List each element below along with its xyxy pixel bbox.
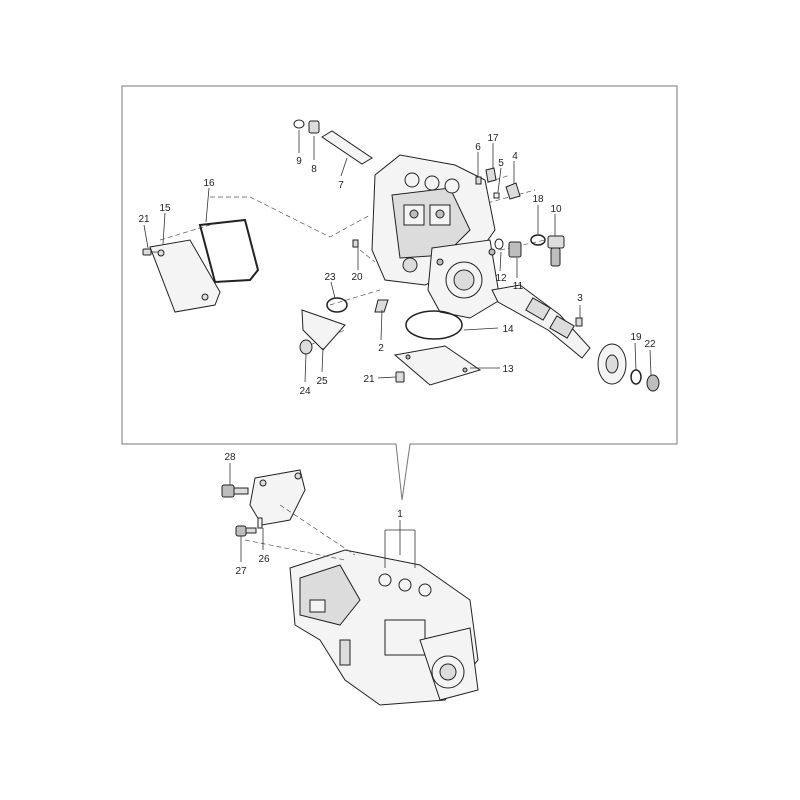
nut-22 — [646, 374, 660, 392]
callout-14: 14 — [502, 324, 514, 335]
plug-8 — [308, 120, 320, 134]
callout-22: 22 — [644, 339, 656, 350]
callout-23: 24 — [299, 386, 311, 397]
detail-frame — [121, 85, 678, 501]
callout-3: 3 — [577, 293, 583, 304]
callout-24: 23 — [324, 272, 336, 283]
callout-7: 7 — [338, 180, 344, 191]
rod-7 — [321, 130, 373, 165]
washer-19 — [630, 369, 642, 385]
cover-hole — [462, 367, 468, 373]
callout-4: 4 — [512, 151, 518, 162]
callout-8: 8 — [311, 164, 317, 175]
callout-19: 19 — [630, 332, 642, 343]
callout-16: 16 — [203, 178, 215, 189]
callout-17: 17 — [487, 133, 499, 144]
key-3 — [575, 317, 583, 327]
callout-21-lower: 21 — [363, 374, 375, 385]
callout-6: 6 — [475, 142, 481, 153]
fitting-11 — [508, 241, 522, 258]
callout-15: 15 — [159, 203, 171, 214]
callout-11: 11 — [513, 281, 524, 292]
cover-hole — [157, 249, 165, 257]
bracket-assembly — [249, 469, 306, 526]
callout-13: 13 — [502, 364, 514, 375]
leader-lines — [143, 130, 652, 568]
plug-10 — [547, 235, 565, 267]
callout-12: 12 — [495, 273, 507, 284]
pin-6 — [475, 176, 482, 185]
o-ring-14 — [405, 310, 463, 340]
bolt-21-lower — [395, 371, 405, 383]
callout-1: 1 — [397, 509, 403, 520]
seal-ring-9 — [293, 119, 305, 129]
pump-housing — [371, 154, 501, 319]
bolt-28 — [221, 484, 249, 498]
callout-21-upper: 21 — [138, 214, 150, 225]
pin-20 — [352, 239, 359, 248]
callout-5: 5 — [498, 158, 504, 169]
stud-2 — [374, 299, 389, 313]
washer-26 — [257, 517, 263, 529]
ring-12 — [494, 238, 504, 250]
callout-27: 27 — [235, 566, 247, 577]
camshaft — [491, 284, 591, 359]
callout-18: 18 — [532, 194, 544, 205]
valve-4 — [505, 182, 521, 200]
drive-gear — [597, 343, 627, 385]
bolt-27 — [235, 525, 257, 537]
callout-2: 2 — [378, 343, 384, 354]
callout-28: 28 — [224, 452, 236, 463]
callout-labels: 16 15 21 9 8 7 6 17 5 4 18 10 12 11 20 2… — [138, 133, 656, 577]
ring-24 — [326, 297, 348, 313]
callout-20: 20 — [351, 272, 363, 283]
cover-plate-13 — [393, 345, 482, 386]
cover-hole — [405, 354, 411, 360]
cover-plate — [149, 239, 221, 313]
fitting-17 — [485, 167, 497, 183]
bolt-21-upper — [142, 248, 158, 256]
ring-18 — [530, 234, 546, 246]
alignment-line-lower — [244, 539, 346, 561]
callout-9: 9 — [296, 156, 302, 167]
callout-10: 10 — [550, 204, 562, 215]
alignment-line-lower — [279, 504, 356, 556]
injection-pump-assembly — [289, 549, 479, 706]
callout-25: 25 — [316, 376, 328, 387]
callout-26: 26 — [258, 554, 270, 565]
cover-hole — [201, 293, 209, 301]
washer-5 — [493, 192, 500, 199]
cover-gasket — [198, 218, 260, 284]
nut-23 — [299, 339, 313, 355]
